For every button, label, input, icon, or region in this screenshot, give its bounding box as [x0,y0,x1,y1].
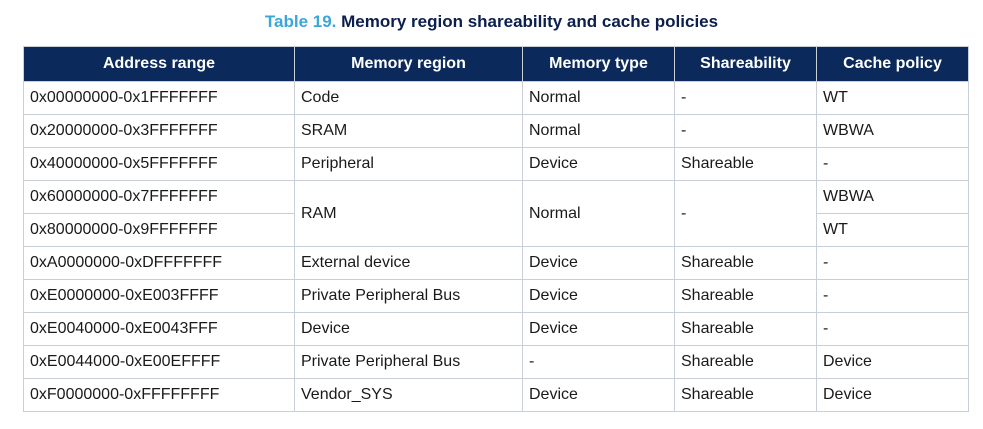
cell-share: Shareable [674,345,817,379]
cell-address: 0xE0000000-0xE003FFFF [23,279,295,313]
cell-cache: WT [816,81,969,115]
cell-share: Shareable [674,246,817,280]
cell-cache: Device [816,378,969,412]
table-row: 0x40000000-0x5FFFFFFF Peripheral Device … [23,147,969,181]
cell-share: - [674,81,817,115]
table-row: 0xE0000000-0xE003FFFF Private Peripheral… [23,279,969,313]
table-row: 0xA0000000-0xDFFFFFFF External device De… [23,246,969,280]
table-row: 0x20000000-0x3FFFFFFF SRAM Normal - WBWA [23,114,969,148]
header-cache-policy: Cache policy [816,46,969,82]
cell-cache: Device [816,345,969,379]
table-row: 0x00000000-0x1FFFFFFF Code Normal - WT [23,81,969,115]
cell-type: Device [522,279,675,313]
cell-region: Peripheral [294,147,523,181]
cell-address: 0xA0000000-0xDFFFFFFF [23,246,295,280]
cell-region: Private Peripheral Bus [294,279,523,313]
table-row: 0x60000000-0x7FFFFFFF RAM Normal - WBWA [23,180,969,247]
header-memory-type: Memory type [522,46,675,82]
cell-type: Normal [522,180,675,247]
cell-address: 0xE0044000-0xE00EFFFF [23,345,295,379]
table-row: 0xE0044000-0xE00EFFFF Private Peripheral… [23,345,969,379]
table-title: Memory region shareability and cache pol… [341,12,719,31]
header-shareability: Shareability [674,46,817,82]
table-row: 0xE0040000-0xE0043FFF Device Device Shar… [23,312,969,346]
cell-type: Normal [522,81,675,115]
table-number: Table 19. [264,12,337,31]
cell-cache: WBWA [816,114,969,148]
cell-type: Device [522,246,675,280]
cell-share: - [674,114,817,148]
header-memory-region: Memory region [294,46,523,82]
table-row: 0xF0000000-0xFFFFFFFF Vendor_SYS Device … [23,378,969,412]
cell-region: Device [294,312,523,346]
header-address-range: Address range [23,46,295,82]
cell-share: Shareable [674,312,817,346]
cell-address: 0x00000000-0x1FFFFFFF [23,81,295,115]
cell-address: 0x20000000-0x3FFFFFFF [23,114,295,148]
cell-region: SRAM [294,114,523,148]
cell-type: Device [522,312,675,346]
cell-region: Private Peripheral Bus [294,345,523,379]
cell-cache: - [816,147,969,181]
cell-address: 0xF0000000-0xFFFFFFFF [23,378,295,412]
cell-cache: - [816,279,969,313]
cell-type: Device [522,147,675,181]
cell-share: Shareable [674,279,817,313]
memory-region-table: Address range Memory region Memory type … [23,46,969,412]
cell-type: Normal [522,114,675,148]
cell-region: Vendor_SYS [294,378,523,412]
table-row: 0x80000000-0x9FFFFFFF WT [23,213,969,247]
cell-cache: - [816,246,969,280]
table-caption: Table 19. Memory region shareability and… [0,12,983,32]
cell-type: - [522,345,675,379]
cell-region: Code [294,81,523,115]
cell-cache: WT [816,213,969,247]
header-row: Address range Memory region Memory type … [23,46,969,82]
cell-cache: WBWA [816,180,969,214]
cell-cache: - [816,312,969,346]
cell-address: 0x60000000-0x7FFFFFFF [23,180,295,214]
cell-region: RAM [294,180,523,247]
cell-type: Device [522,378,675,412]
cell-share: Shareable [674,147,817,181]
cell-share: Shareable [674,378,817,412]
cell-address: 0x40000000-0x5FFFFFFF [23,147,295,181]
cell-address: 0xE0040000-0xE0043FFF [23,312,295,346]
cell-region: External device [294,246,523,280]
cell-address: 0x80000000-0x9FFFFFFF [23,213,295,247]
cell-share: - [674,180,817,247]
